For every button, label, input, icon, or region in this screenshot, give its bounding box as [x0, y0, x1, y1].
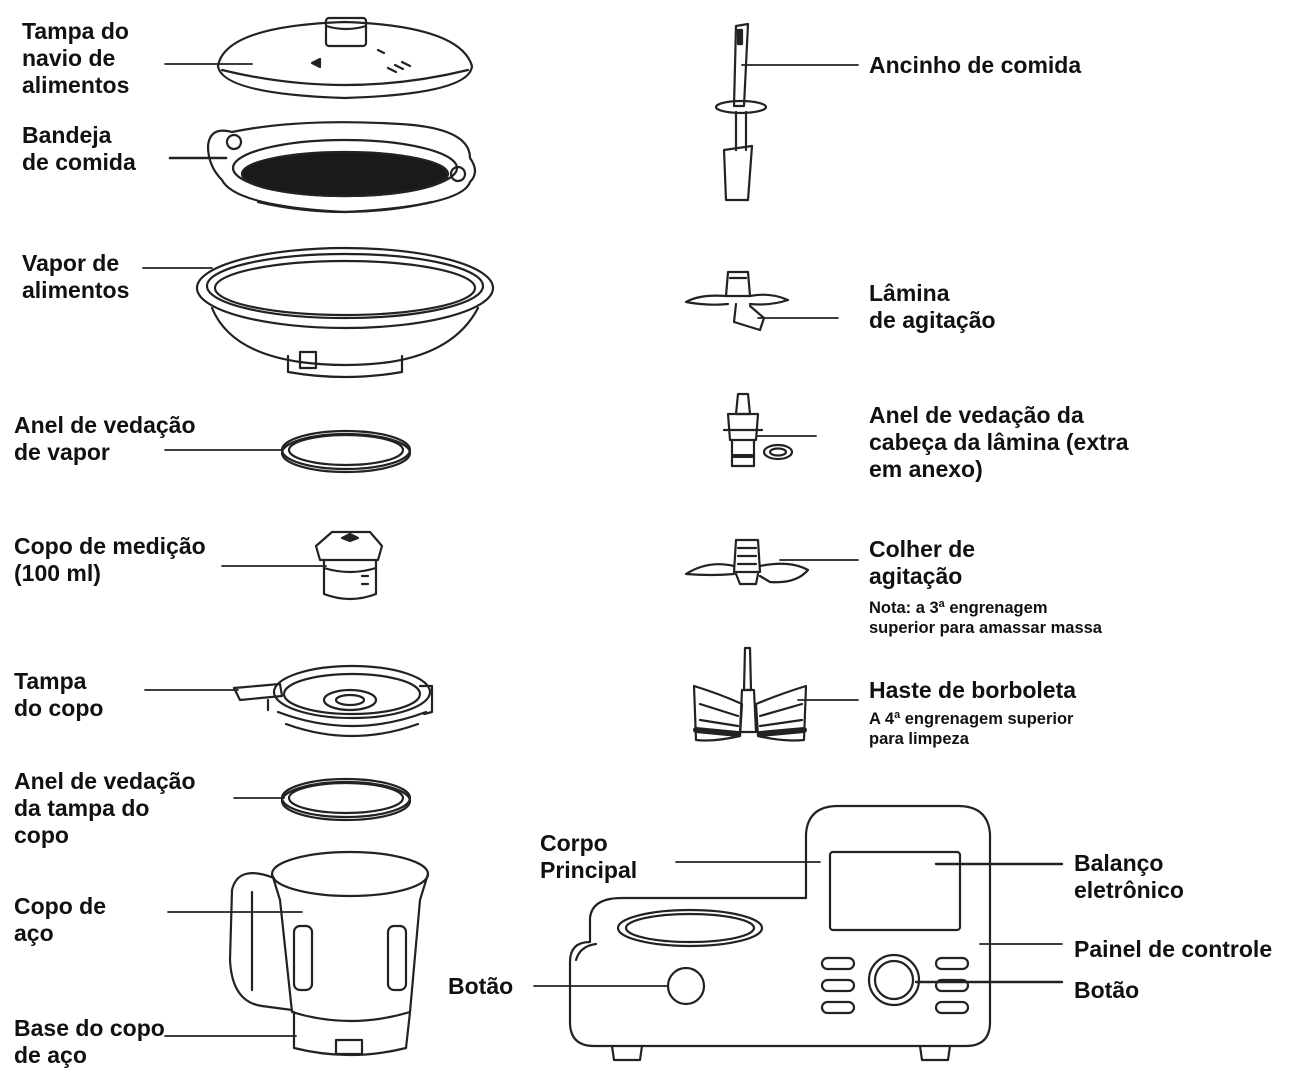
- food-steamer-drawing: [195, 246, 495, 379]
- steel-cup-drawing: [228, 850, 430, 1057]
- label-cup-lid-seal-ring: Anel de vedação da tampa do copo: [14, 768, 196, 848]
- label-cup-lid: Tampa do copo: [14, 668, 104, 721]
- blade-head-seal-drawing: [722, 392, 794, 468]
- butterfly-rod-drawing: [692, 646, 808, 742]
- label-steam-seal-ring: Anel de vedação de vapor: [14, 412, 196, 465]
- label-food-vessel-lid: Tampa do navio de alimentos: [22, 18, 130, 98]
- label-electronic-scale: Balanço eletrônico: [1074, 850, 1184, 903]
- label-button-left: Botão: [448, 973, 514, 999]
- label-butterfly-rod: Haste de borboleta: [869, 677, 1077, 703]
- label-stirring-spoon: Colher de agitação: [869, 536, 976, 589]
- label-main-body: Corpo Principal: [540, 830, 638, 883]
- label-food-tray: Bandeja de comida: [22, 122, 136, 175]
- label-control-panel: Painel de controle: [1074, 936, 1273, 962]
- food-tray-drawing: [206, 121, 477, 214]
- label-steel-cup-base: Base do copo de aço: [14, 1015, 165, 1068]
- label-button-right: Botão: [1074, 977, 1140, 1003]
- label-blade-head-seal-ring: Anel de vedação da cabeça da lâmina (ext…: [869, 402, 1129, 482]
- cup-lid-drawing: [232, 664, 434, 738]
- main-body-drawing: [568, 804, 992, 1062]
- measuring-cup-drawing: [314, 530, 384, 601]
- food-vessel-lid-drawing: [216, 16, 474, 100]
- label-food-rake: Ancinho de comida: [869, 52, 1082, 78]
- label-food-steamer: Vapor de alimentos: [22, 250, 130, 303]
- note-stirring-spoon: Nota: a 3ª engrenagem superior para amas…: [869, 599, 1102, 637]
- label-stirring-blade: Lâmina de agitação: [869, 280, 996, 333]
- note-butterfly-rod: A 4ª engrenagem superior para limpeza: [869, 710, 1074, 748]
- stirring-blade-drawing: [684, 270, 790, 332]
- label-steel-cup: Copo de aço: [14, 893, 106, 946]
- label-measuring-cup: Copo de medição (100 ml): [14, 533, 206, 586]
- leader-lines: [142, 63, 1064, 1037]
- stirring-spoon-drawing: [684, 538, 810, 586]
- steam-seal-ring-drawing: [280, 429, 412, 474]
- food-rake-drawing: [714, 22, 768, 202]
- cup-lid-seal-ring-drawing: [280, 777, 412, 822]
